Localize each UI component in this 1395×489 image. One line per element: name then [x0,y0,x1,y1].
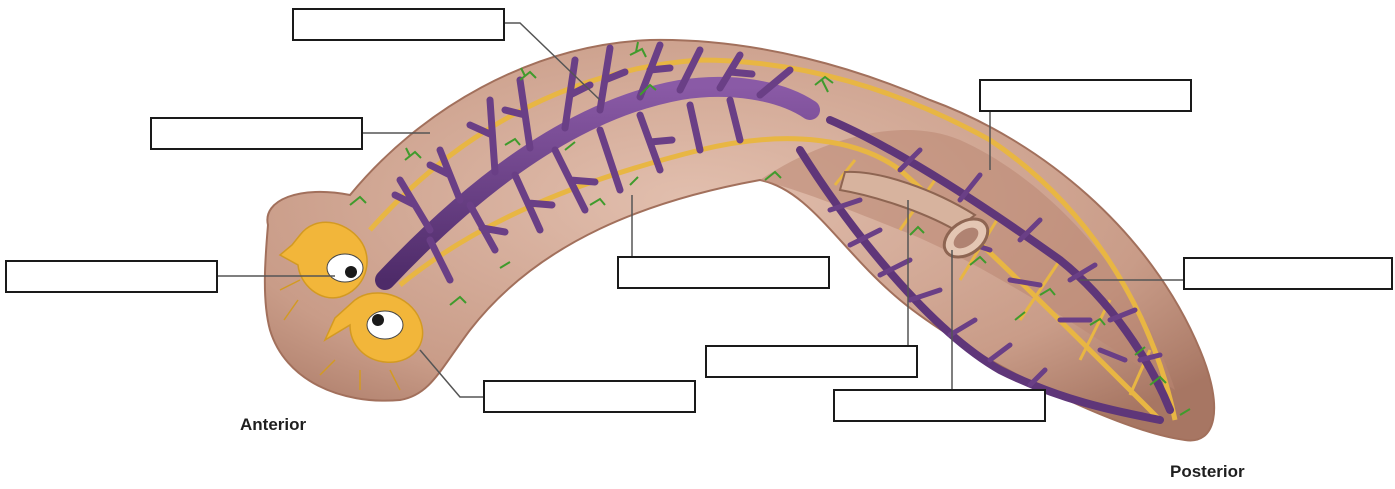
answer-box-3[interactable] [979,79,1192,112]
answer-box-4[interactable] [5,260,218,293]
answer-box-9[interactable] [833,389,1046,422]
answer-box-6[interactable] [1183,257,1393,290]
answer-box-1[interactable] [292,8,505,41]
posterior-label: Posterior [1170,462,1245,482]
eyespot-upper [327,254,363,282]
eyespot-lower [367,311,403,339]
anterior-label: Anterior [240,415,306,435]
answer-box-7[interactable] [705,345,918,378]
answer-box-5[interactable] [617,256,830,289]
answer-box-8[interactable] [483,380,696,413]
answer-box-2[interactable] [150,117,363,150]
